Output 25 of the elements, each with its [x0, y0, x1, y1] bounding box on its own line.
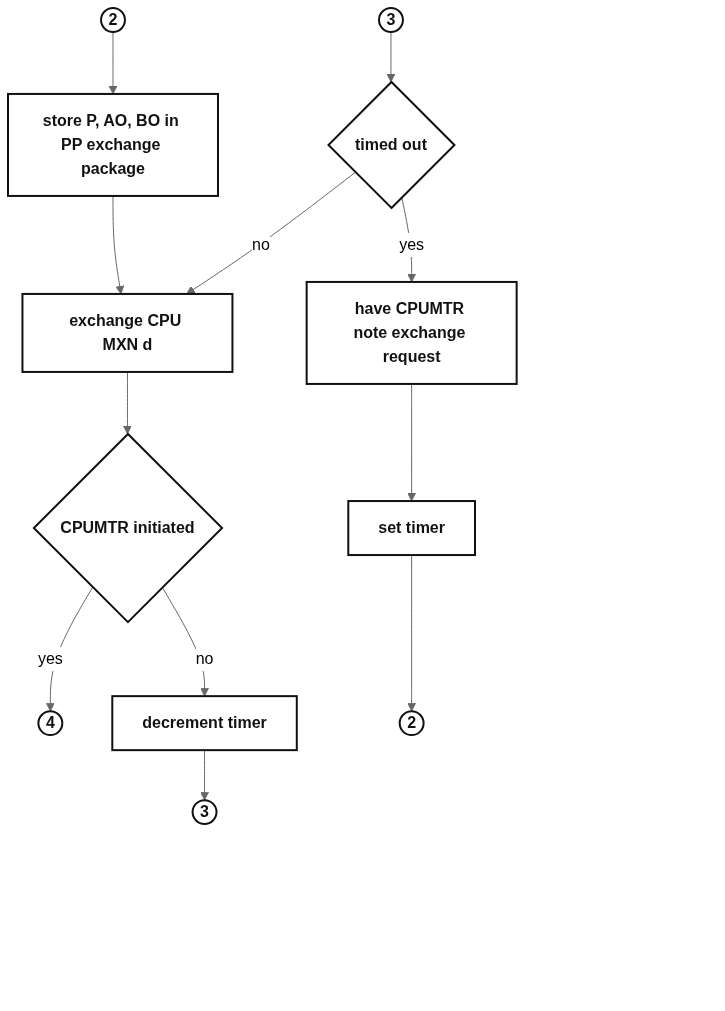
node-diamond: CPUMTR initiated [32, 432, 224, 624]
node-box: have CPUMTR note exchange request [305, 280, 518, 385]
node-diamond: timed out [327, 80, 456, 210]
edge-label: yes [399, 235, 425, 253]
arrow [161, 586, 209, 697]
node-box: exchange CPU MXN d [21, 292, 234, 373]
arrow [112, 195, 125, 295]
arrow [186, 171, 356, 295]
edge-label: no [195, 650, 214, 668]
node-circle: 3 [191, 799, 218, 826]
arrow [386, 31, 396, 83]
arrow [123, 371, 132, 435]
arrow [200, 749, 209, 801]
node-box: store P, AO, BO in PP exchange package [7, 92, 219, 197]
edge-label: yes [37, 650, 63, 668]
arrow [407, 554, 417, 712]
node-circle: 2 [100, 7, 126, 33]
node-circle: 4 [37, 710, 64, 737]
node-box: set timer [347, 500, 476, 557]
node-circle: 3 [378, 7, 404, 33]
node-circle: 2 [398, 710, 425, 737]
edge-label: no [252, 235, 270, 253]
node-box: decrement timer [111, 695, 298, 752]
arrow [108, 31, 118, 95]
arrow [407, 383, 417, 502]
